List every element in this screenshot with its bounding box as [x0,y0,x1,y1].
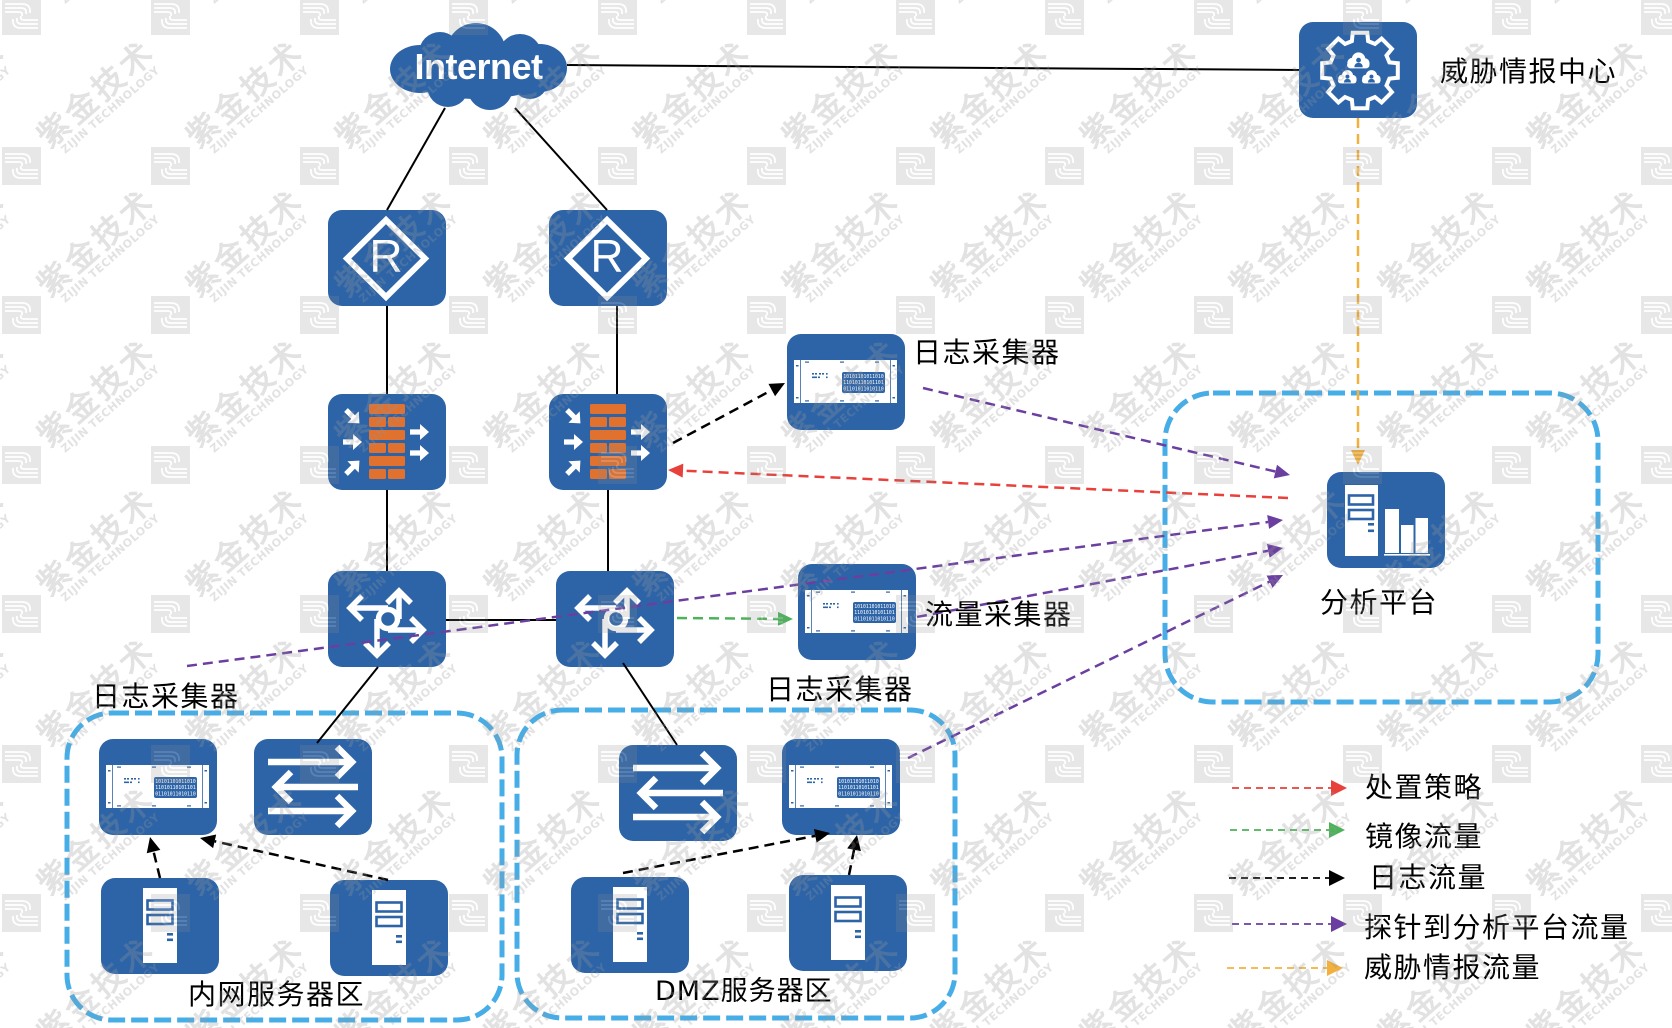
analysis-platform-label: 分析平台 [1320,586,1439,619]
arrowhead [1266,543,1283,558]
log-flow-arrow-fw2-logtop [672,383,785,445]
cloud-lobe [400,43,556,99]
legend-label-probe: 探针到分析平台流量 [1364,911,1630,944]
dashed-line [186,520,1269,668]
arrowhead [768,383,785,397]
legend-label-policy: 处置策略 [1365,771,1484,804]
link-internet-router1 [386,107,446,211]
dashed-line [672,388,773,445]
link-core1-innersw [316,666,379,744]
arrowhead [1331,780,1347,796]
dashed-line [907,580,1271,760]
log-collector-inner-label: 日志采集器 [92,680,240,713]
legend-label-threat: 威胁情报流量 [1364,951,1542,984]
probe-flow-arrow-loginner-analysis [186,515,1283,668]
dashed-line [922,386,1276,473]
link-internet-router2 [514,107,608,211]
arrowhead [1331,916,1347,932]
dashed-line [676,616,779,621]
legend-arrows [1227,780,1347,976]
probe-flow-arrow-logdmz-analysis [907,575,1283,760]
threat-flow-arrow-threat-analysis [1351,118,1365,465]
legend-label-log: 日志流量 [1369,861,1488,894]
legend: 处置策略 镜像流量 日志流量 探针到分析平台流量 威胁情报流量 [1220,760,1660,990]
arrowhead [813,828,830,843]
arrowhead [1329,822,1345,838]
dmz-server-zone [514,707,958,1021]
link-core2-dmzsw [622,662,678,746]
dashed-line [682,469,1289,500]
legend-arrow-threat [1227,960,1343,976]
link-internet-threat [566,64,1300,71]
legend-arrow-policy [1232,780,1347,796]
dashed-line [847,849,856,876]
arrowhead [1351,450,1365,465]
inner-server-zone [64,710,505,1023]
threat-intel-label: 威胁情报中心 [1440,55,1618,88]
analysis-zone [1162,390,1601,705]
arrowhead [1266,575,1283,588]
internet-cloud: Internet [390,23,567,110]
probe-flow-arrow-flow-analysis [916,543,1283,619]
arrowhead [847,835,861,852]
dashed-line [916,549,1269,619]
inner-zone-label: 内网服务器区 [188,978,366,1011]
dashed-line [152,851,162,879]
flow-collector-label: 流量采集器 [925,598,1073,631]
legend-arrow-log [1229,870,1345,886]
arrowhead [777,611,793,626]
log-flow-arrow-innersrv1-loginner [146,837,162,879]
dmz-zone-label: DMZ服务器区 [655,976,833,1007]
arrowhead [668,463,684,478]
cloud-shape [390,23,567,110]
arrowhead [1267,515,1283,529]
legend-label-mirror: 镜像流量 [1365,820,1484,853]
legend-arrow-mirror [1230,822,1345,838]
dashed-line [214,840,389,882]
log-flow-arrow-dmzsrv1-logdmz [622,828,830,875]
policy-flow-arrow-analysis-fw2 [668,463,1289,500]
arrowhead [146,837,161,854]
log-flow-arrow-innersrv2-loginner [200,834,389,882]
log-collector-dmz-label: 日志采集器 [766,673,914,706]
cloud-icon [390,23,567,110]
log-collector-top-label: 日志采集器 [913,336,1061,369]
dashed-line [622,834,816,875]
probe-flow-arrow-logtop-analysis [922,386,1290,479]
arrowhead [200,834,217,849]
mirror-flow-arrow-core2-flow [676,611,793,626]
log-flow-arrow-dmzsrv2-logdmz [847,835,861,876]
arrowhead [1327,960,1343,976]
legend-arrow-probe [1232,916,1347,932]
arrowhead [1273,464,1290,479]
internet-label: Internet [414,46,543,87]
arrowhead [1329,870,1345,886]
